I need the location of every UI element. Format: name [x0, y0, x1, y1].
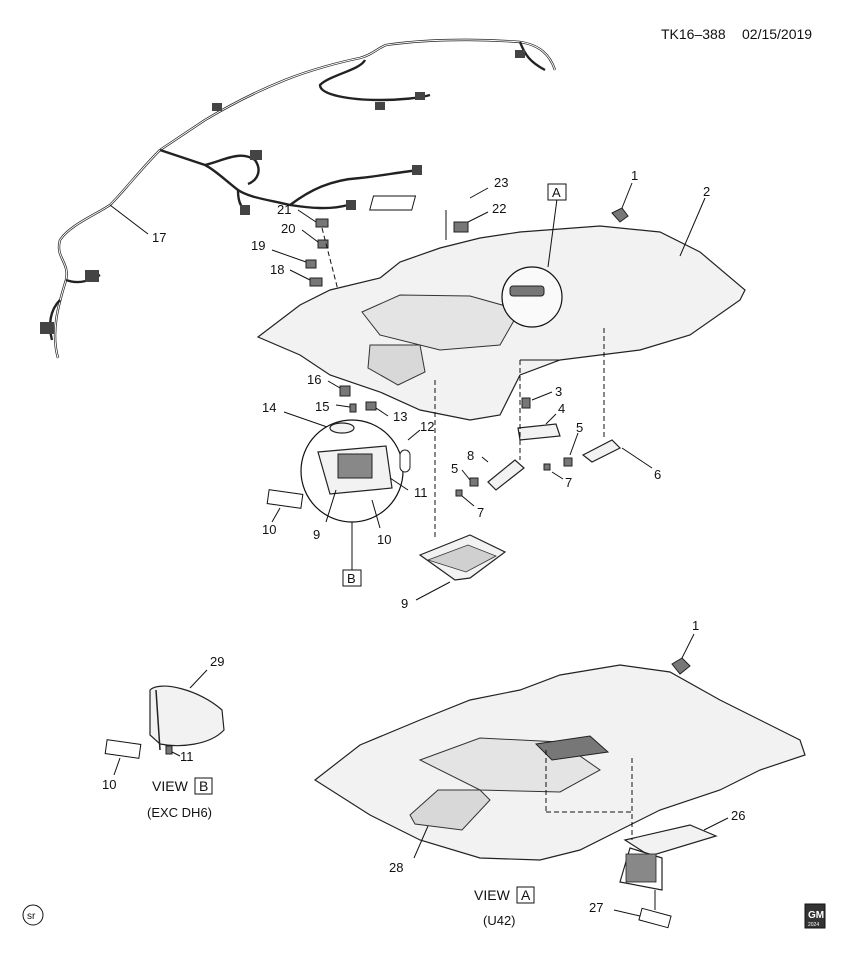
clip-21 [305, 259, 317, 269]
label-plate-25 [369, 195, 417, 211]
screw-17 [349, 403, 357, 413]
callout-10: 10 [262, 522, 276, 537]
screw-18 [339, 385, 351, 397]
callout-7a: 7 [565, 475, 572, 490]
headliner-main [256, 225, 746, 421]
dome-lamp-9 [418, 534, 507, 581]
view-a-overhead-console [619, 824, 718, 891]
handle-bezel-4 [517, 423, 561, 441]
view-a-headliner [313, 657, 806, 861]
sr-mark: sr [27, 911, 36, 922]
callout-2: 2 [703, 184, 710, 199]
callout-15: 13 [393, 409, 407, 424]
diagram-code: TK16–388 [661, 26, 726, 42]
callout-6: 6 [654, 467, 661, 482]
view-b-callout-11: 11 [180, 749, 194, 764]
wiring-harness [40, 38, 557, 359]
view-b-caption-letter: B [199, 778, 208, 794]
callout-22: 20 [281, 221, 295, 236]
callout-20: 18 [270, 262, 284, 277]
view-b-caption: VIEW [152, 778, 189, 794]
clip-15 [365, 401, 377, 411]
callout-19: 17 [152, 230, 166, 245]
cover-5-left [469, 477, 479, 487]
clip-22 [317, 239, 329, 249]
callout-11: 9 [313, 527, 320, 542]
callout-7b: 7 [477, 505, 484, 520]
grab-handle-right [581, 439, 622, 463]
label-plate-27 [638, 907, 672, 929]
clip-23 [315, 218, 329, 228]
callout-1: 1 [631, 168, 638, 183]
view-a-callout-1: 1 [692, 618, 699, 633]
view-b-marker: B [347, 571, 356, 586]
callout-9: 9 [401, 596, 408, 611]
view-b-sun-visor [104, 685, 225, 759]
callout-16: 14 [262, 400, 276, 415]
callout-4: 4 [558, 401, 565, 416]
cap-7-right [543, 463, 551, 471]
callout-14: 12 [420, 419, 434, 434]
view-a-detail-circle: A [501, 183, 567, 328]
callout-17: 15 [315, 399, 329, 414]
screw-3 [521, 397, 531, 409]
callout-25: 23 [494, 175, 508, 190]
retainer-1 [611, 207, 629, 223]
clip-20 [309, 277, 323, 287]
sr-circle-icon [22, 904, 44, 926]
cover-5-right [563, 457, 573, 467]
view-a-condition: (U42) [483, 913, 516, 928]
cap-7-left [455, 489, 463, 497]
gm-logo-text: GM [808, 910, 824, 921]
callout-5b: 5 [451, 461, 458, 476]
callout-5a: 5 [576, 420, 583, 435]
callout-23: 21 [277, 202, 291, 217]
view-a-marker: A [552, 185, 561, 200]
view-a-caption-letter: A [521, 887, 531, 903]
grommet-14 [399, 449, 411, 473]
callout-12: 10 [377, 532, 391, 547]
callout-8: 8 [467, 448, 474, 463]
callout-24: 22 [492, 201, 506, 216]
view-a-caption: VIEW [474, 887, 511, 903]
view-a-callout-26: 26 [731, 808, 745, 823]
callout-13: 11 [414, 485, 428, 500]
gm-logo-icon: GM 2024 [804, 903, 826, 929]
diagram-date: 02/15/2019 [742, 26, 812, 42]
view-a-callout-28: 28 [389, 860, 403, 875]
view-b-callout-29: 29 [210, 654, 224, 669]
gm-logo-sub: 2024 [808, 922, 819, 928]
grab-handle-left [487, 459, 525, 491]
view-a-callout-27: 27 [589, 900, 603, 915]
view-b-callout-10: 10 [102, 777, 116, 792]
callout-3: 3 [555, 384, 562, 399]
callout-21: 19 [251, 238, 265, 253]
callout-18: 16 [307, 372, 321, 387]
warning-label-10 [266, 489, 304, 509]
sun-visor-detail-circle: B [300, 419, 411, 587]
view-b-condition: (EXC DH6) [147, 805, 212, 820]
clip-24 [453, 221, 469, 233]
